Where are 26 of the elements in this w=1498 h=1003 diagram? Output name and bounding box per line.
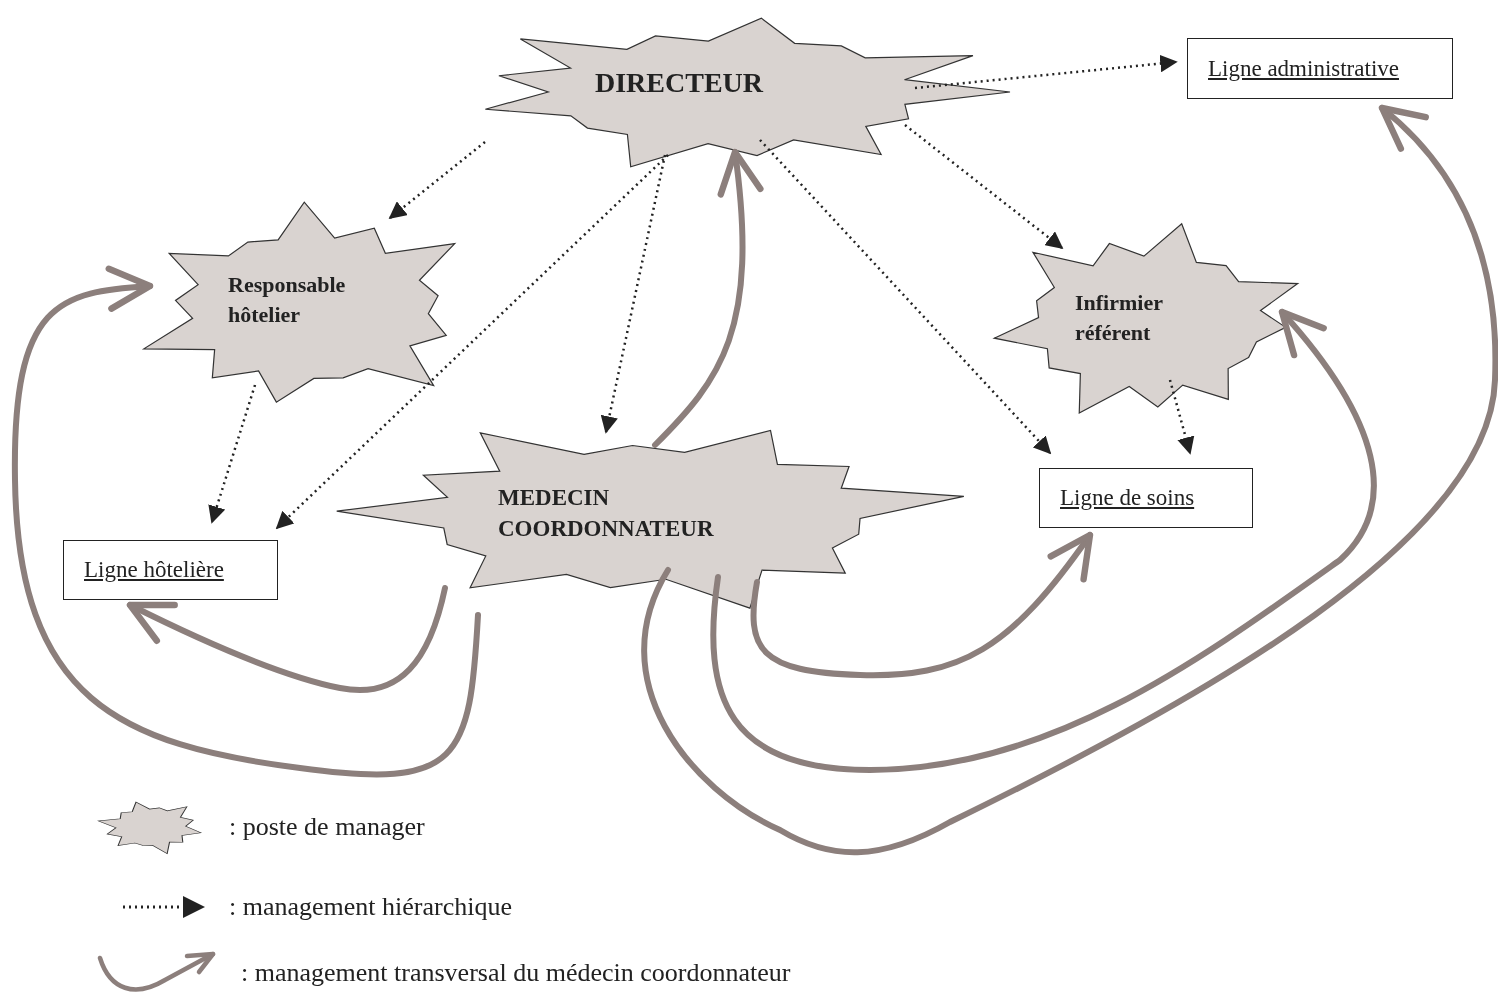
curved-arrow (126, 585, 448, 693)
box-label: Ligne hôtelière (83, 557, 224, 583)
legend-text: : management hiérarchique (229, 892, 512, 922)
box-label: Ligne de soins (1059, 485, 1195, 511)
curved-arrow (652, 148, 763, 448)
text-box (1039, 468, 1253, 528)
legend-text: : management transversal du médecin coordonnateur (241, 958, 791, 988)
dotted-arrow (904, 124, 1064, 250)
dotted-arrow (914, 54, 1178, 90)
text-box (63, 540, 278, 600)
curved-arrow (12, 265, 481, 778)
dotted-arrow (388, 141, 486, 220)
curved-arrow (750, 531, 1094, 679)
dotted-arrow (759, 139, 1052, 455)
text-box (1187, 38, 1453, 99)
dotted-arrow (275, 154, 669, 530)
manager-label: MEDECIN COORDONNATEUR (498, 484, 715, 544)
legend-text: : poste de manager (229, 812, 425, 842)
curved-arrow (641, 104, 1498, 856)
manager-label: Infirmier référent (1075, 289, 1164, 347)
curved-arrow (710, 308, 1377, 773)
dotted-arrow (1168, 379, 1195, 455)
manager-label: Responsable hôtelier (228, 271, 347, 329)
dotted-arrow (600, 154, 667, 434)
manager-label: DIRECTEUR (595, 66, 765, 100)
box-label: Ligne administrative (1207, 55, 1399, 82)
